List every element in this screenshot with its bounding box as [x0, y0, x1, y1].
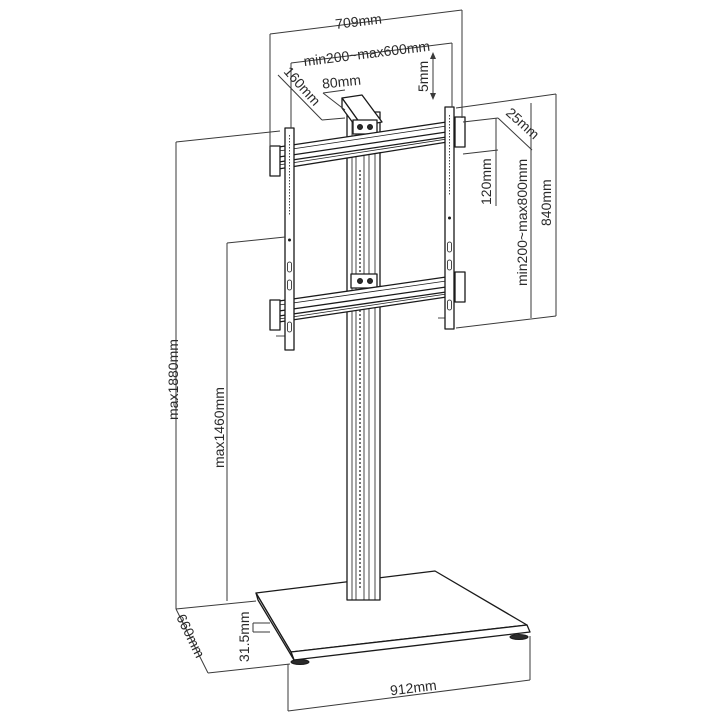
- label-vertical-adjust: 5mm: [415, 61, 431, 92]
- label-max-center-height: max1460mm: [211, 387, 227, 468]
- label-base-depth: 660mm: [173, 611, 208, 660]
- label-bracket-height: 840mm: [538, 179, 554, 226]
- base-plate: [255, 570, 531, 665]
- label-vesa-vertical: min200~max800mm: [514, 159, 530, 286]
- right-vesa-arm: [438, 106, 455, 330]
- left-vesa-arm: [276, 127, 295, 351]
- label-column-width: 80mm: [321, 72, 361, 92]
- upper-rail: [269, 116, 466, 177]
- label-max-height: max1880mm: [165, 339, 181, 420]
- label-bracket-thickness: 25mm: [503, 104, 543, 142]
- label-vesa-horizontal: min200~max600mm: [303, 38, 431, 69]
- lower-rail: [269, 271, 466, 331]
- label-overall-width: 709mm: [334, 10, 382, 32]
- column: [341, 94, 383, 601]
- dimension-lines: [175, 9, 557, 712]
- label-arm-depth: 160mm: [281, 63, 324, 108]
- label-base-thickness: 31.5mm: [236, 611, 252, 662]
- label-base-width: 912mm: [389, 677, 437, 699]
- label-rail-height: 120mm: [478, 158, 494, 205]
